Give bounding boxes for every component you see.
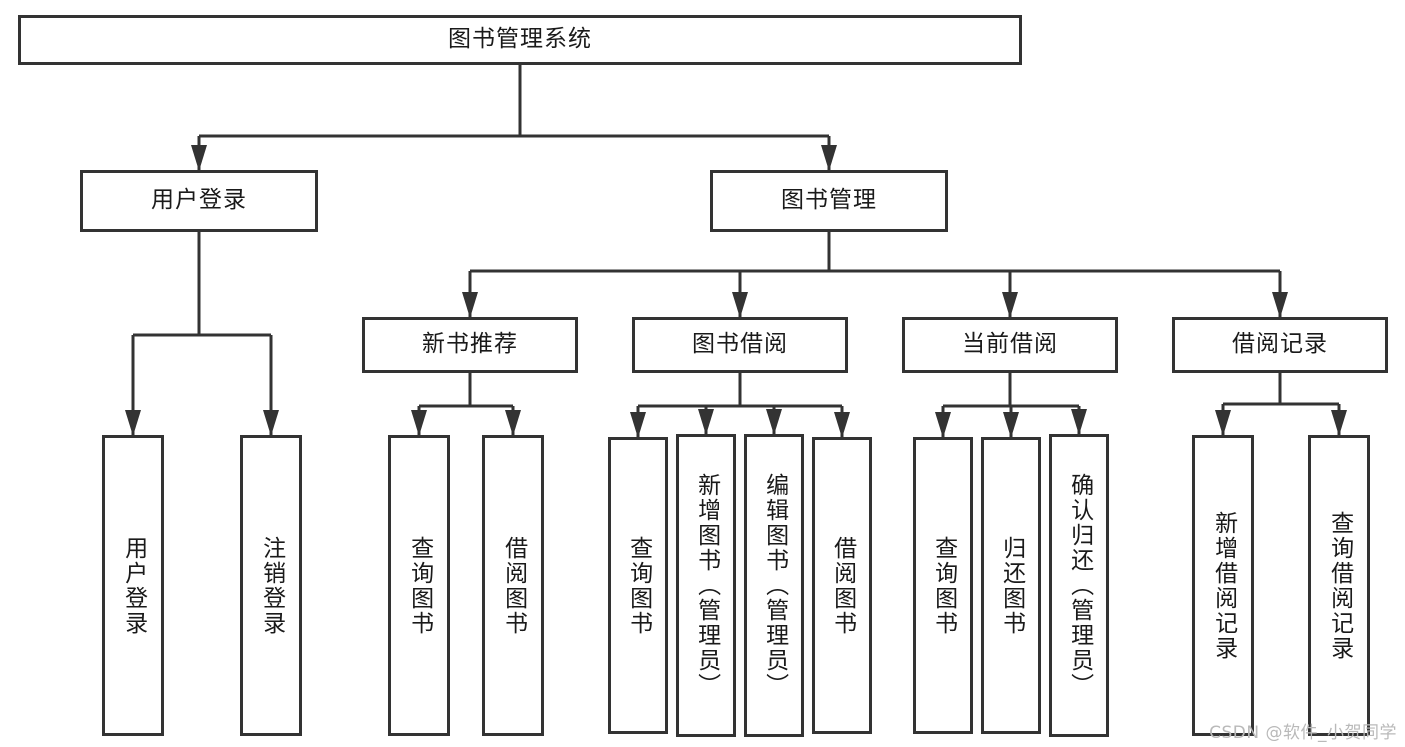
watermark-text: CSDN @软件_小贺同学 [1209, 723, 1397, 743]
node-leaf-lend-book[interactable]: 借阅图书 [812, 437, 872, 734]
node-borrowing-record[interactable]: 借阅记录 [1172, 317, 1388, 373]
node-leaf-query-book-recommendation[interactable]: 查询图书 [388, 435, 450, 736]
node-leaf-add-book-admin[interactable]: 新增图书（管理员） [676, 434, 736, 737]
node-label: 查询图书 [406, 535, 433, 636]
node-label: 新增借阅记录 [1210, 510, 1237, 661]
node-leaf-user-login[interactable]: 用户登录 [102, 435, 164, 736]
node-label: 借阅图书 [500, 535, 527, 636]
node-book-management[interactable]: 图书管理 [710, 170, 948, 232]
node-label: 图书管理 [781, 187, 877, 214]
node-leaf-query-borrow-record[interactable]: 查询借阅记录 [1308, 435, 1370, 736]
node-new-book-recommendation[interactable]: 新书推荐 [362, 317, 578, 373]
node-leaf-return-book[interactable]: 归还图书 [981, 437, 1041, 734]
node-label: 用户登录 [151, 187, 247, 214]
node-label: 用户登录 [120, 535, 147, 636]
node-leaf-borrow-book-recommendation[interactable]: 借阅图书 [482, 435, 544, 736]
node-leaf-edit-book-admin[interactable]: 编辑图书（管理员） [744, 434, 804, 737]
node-label: 归还图书 [998, 535, 1025, 636]
node-leaf-query-book[interactable]: 查询图书 [608, 437, 668, 734]
node-current-borrowing[interactable]: 当前借阅 [902, 317, 1118, 373]
node-label: 查询图书 [625, 535, 652, 636]
node-leaf-add-borrow-record[interactable]: 新增借阅记录 [1192, 435, 1254, 736]
node-label: 借阅记录 [1232, 331, 1328, 358]
node-leaf-confirm-return-admin[interactable]: 确认归还（管理员） [1049, 434, 1109, 737]
node-label: 注销登录 [258, 535, 285, 636]
node-label: 借阅图书 [829, 535, 856, 636]
node-label: 编辑图书（管理员） [761, 473, 788, 698]
node-book-borrowing[interactable]: 图书借阅 [632, 317, 848, 373]
node-label: 新书推荐 [422, 331, 518, 358]
node-label: 新增图书（管理员） [693, 473, 720, 698]
node-leaf-query-current-book[interactable]: 查询图书 [913, 437, 973, 734]
node-label: 图书管理系统 [448, 26, 592, 53]
node-leaf-user-logout[interactable]: 注销登录 [240, 435, 302, 736]
node-label: 当前借阅 [962, 331, 1058, 358]
node-user-login[interactable]: 用户登录 [80, 170, 318, 232]
node-label: 确认归还（管理员） [1066, 473, 1093, 698]
node-root-book-management-system[interactable]: 图书管理系统 [18, 15, 1022, 65]
node-label: 图书借阅 [692, 331, 788, 358]
node-label: 查询借阅记录 [1326, 510, 1353, 661]
node-label: 查询图书 [930, 535, 957, 636]
